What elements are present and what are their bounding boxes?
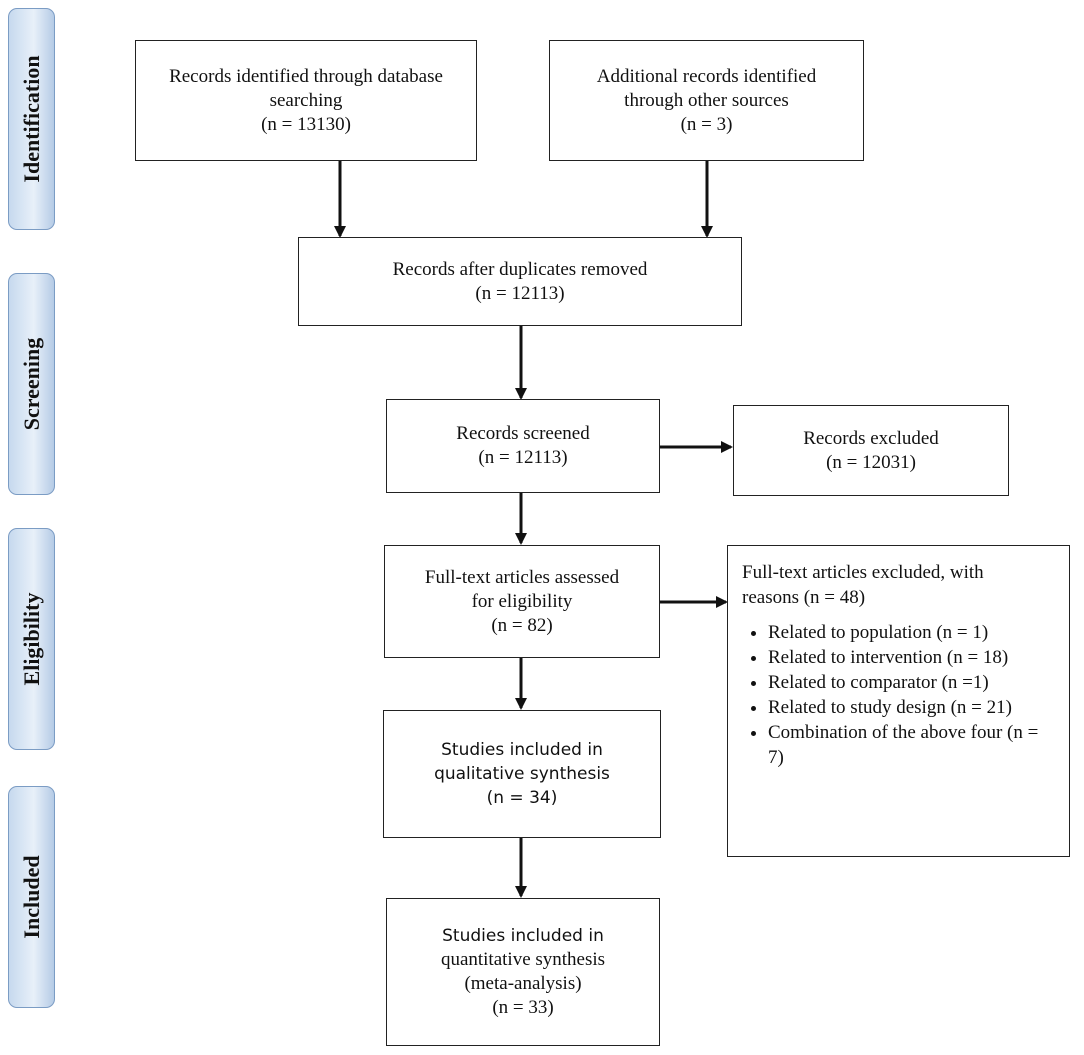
full-text-assessed-count: (n = 82)	[491, 614, 553, 636]
after-duplicates-line1: Records after duplicates removed	[392, 258, 648, 280]
records-excluded-line1: Records excluded	[803, 427, 939, 449]
records-excluded-count: (n = 12031)	[826, 451, 916, 473]
qualitative-synthesis-line2: qualitative synthesis	[434, 764, 610, 784]
other-sources-line1: Additional records identified	[596, 65, 817, 87]
qualitative-synthesis-box: Studies included in qualitative synthesi…	[383, 710, 661, 838]
full-text-assessed-line1: Full-text articles assessed	[424, 566, 620, 588]
exclusion-reason-population: Related to population (n = 1)	[768, 620, 1057, 645]
database-records-count: (n = 13130)	[261, 113, 351, 135]
full-text-excluded-box: Full-text articles excluded, with reason…	[727, 545, 1070, 857]
records-excluded-box: Records excluded (n = 12031)	[733, 405, 1009, 496]
full-text-assessed-line2: for eligibility	[471, 590, 573, 612]
phase-screening: Screening	[8, 273, 55, 495]
quantitative-synthesis-line1: Studies included in	[442, 926, 604, 946]
other-sources-box: Additional records identified through ot…	[549, 40, 864, 161]
phase-eligibility: Eligibility	[8, 528, 55, 750]
other-sources-line2: through other sources	[624, 89, 789, 111]
database-records-line2: searching	[269, 89, 343, 111]
records-screened-box: Records screened (n = 12113)	[386, 399, 660, 493]
phase-included: Included	[8, 786, 55, 1008]
phase-identification: Identification	[8, 8, 55, 230]
after-duplicates-count: (n = 12113)	[475, 282, 565, 304]
database-records-line1: Records identified through database	[169, 65, 443, 87]
quantitative-synthesis-line3: (meta-analysis)	[464, 973, 582, 994]
full-text-assessed-box: Full-text articles assessed for eligibil…	[384, 545, 660, 658]
quantitative-synthesis-count: (n = 33)	[492, 997, 554, 1018]
exclusion-reason-intervention: Related to intervention (n = 18)	[768, 645, 1057, 670]
quantitative-synthesis-line2: quantitative synthesis	[440, 949, 606, 970]
full-text-excluded-line2: reasons (n = 48)	[742, 587, 866, 608]
after-duplicates-box: Records after duplicates removed (n = 12…	[298, 237, 742, 326]
records-screened-count: (n = 12113)	[478, 447, 568, 468]
exclusion-reason-comparator: Related to comparator (n =1)	[768, 670, 1057, 695]
records-screened-line1: Records screened	[456, 423, 590, 444]
full-text-excluded-line1: Full-text articles excluded, with	[742, 562, 984, 583]
qualitative-synthesis-line1: Studies included in	[441, 740, 603, 760]
other-sources-count: (n = 3)	[680, 113, 733, 135]
qualitative-synthesis-count: (n = 34)	[486, 788, 558, 808]
quantitative-synthesis-box: Studies included in quantitative synthes…	[386, 898, 660, 1046]
exclusion-reasons-list: Related to population (n = 1) Related to…	[742, 620, 1057, 770]
exclusion-reason-combination: Combination of the above four (n = 7)	[768, 720, 1057, 770]
database-records-box: Records identified through database sear…	[135, 40, 477, 161]
exclusion-reason-study-design: Related to study design (n = 21)	[768, 695, 1057, 720]
